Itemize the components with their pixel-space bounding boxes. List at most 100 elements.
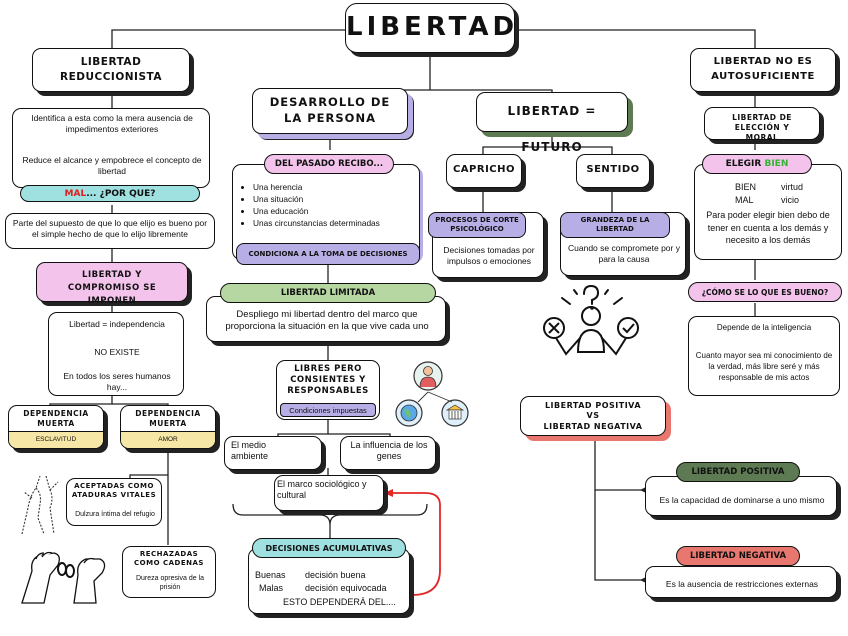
pasado-item: Una educación [253, 205, 380, 217]
pasado-item: Una situación [253, 193, 380, 205]
supuesto-box: Parte del supuesto de que lo que elijo e… [5, 213, 215, 249]
limitada-pill: LIBERTAD LIMITADA [220, 283, 436, 303]
aceptadas-text: Dulzura íntima del refugio [75, 511, 155, 518]
eleccion-box: LIBERTAD DE ELECCIÓN Y MORAL [704, 107, 820, 142]
reduccionista-text-box: Identifica a esta como la mera ausencia … [12, 108, 210, 188]
elegir-word: ELEGIR [725, 159, 762, 169]
eleccion-heading: LIBERTAD DE ELECCIÓN Y MORAL [732, 113, 792, 142]
dependencia-amor-box: DEPENDENCIA MUERTA AMOR [120, 405, 216, 449]
elegir-text: Para poder elegir bien debo de tener en … [706, 210, 830, 246]
pos-vs-neg-line1: LIBERTAD POSITIVA [544, 401, 642, 410]
sentido-box: SENTIDO [576, 154, 650, 188]
procesos-text: Decisiones tomadas por impulsos o emocio… [443, 245, 535, 266]
amor-label: AMOR [121, 431, 215, 448]
marco-box: El marco sociológico y cultural [274, 475, 384, 511]
por-que-text: ... ¿POR QUE? [86, 188, 156, 199]
negativa-pill: LIBERTAD NEGATIVA [676, 546, 800, 566]
desarrollo-heading: DESARROLLO DE LA PERSONA [269, 95, 391, 125]
independencia-box: Libertad = independencia NO EXISTE En to… [48, 312, 184, 396]
grandeza-text: Cuando se compromete por y para la causa [568, 243, 680, 264]
decisiones-box: Buenas decisión buena Malas decisión equ… [248, 548, 410, 614]
procesos-pill: PROCESOS DE CORTE PSICOLÓGICO [428, 212, 526, 238]
elegir-pill: ELEGIR BIEN [702, 154, 812, 174]
positiva-pill: LIBERTAD POSITIVA [676, 462, 800, 482]
bien-label: BIEN [735, 182, 757, 192]
condiciona-pill: CONDICIONA A LA TOMA DE DECISIONES [236, 243, 420, 265]
negativa-box: Es la ausencia de restricciones externas [645, 566, 837, 598]
mal-value: vicio [781, 195, 800, 205]
como-pill: ¿CÓMO SE LO QUE ES BUENO? [688, 282, 842, 302]
libres-heading: LIBRES PERO CONSIENTES Y RESPONSABLES [287, 364, 369, 396]
no-auto-heading: LIBERTAD NO ES AUTOSUFICIENTE [711, 56, 815, 82]
rechazadas-box: RECHAZADAS COMO CADENAS Dureza opresiva … [122, 546, 216, 598]
chained-fists-icon [21, 551, 106, 604]
dependencia-esclavitud-box: DEPENDENCIA MUERTA ESCLAVITUD [8, 405, 104, 449]
capricho-heading: CAPRICHO [452, 164, 516, 175]
marco-text: El marco sociológico y cultural [277, 479, 367, 501]
medio-text: El medio ambiente [231, 440, 269, 462]
malas-value: decisión equivocada [305, 583, 387, 593]
thinking-person-icon [543, 284, 639, 356]
aceptadas-title: ACEPTADAS COMO ATADURAS VITALES [71, 482, 157, 499]
dependera-text: ESTO DEPENDERÁ DEL.... [283, 597, 396, 607]
cuanto-text: Cuanto mayor sea mi conocimiento de la v… [695, 351, 833, 382]
pasado-item: Una herencia [253, 181, 380, 193]
futuro-heading: LIBERTAD = FUTURO [507, 104, 597, 154]
positiva-box: Es la capacidad de dominarse a uno mismo [645, 476, 837, 516]
reduccionista-text-1: Identifica a esta como la mera ausencia … [31, 113, 193, 134]
buenas-label: Buenas [255, 570, 286, 580]
reduccionista-box: LIBERTAD REDUCCIONISTA [32, 48, 190, 92]
no-auto-box: LIBERTAD NO ES AUTOSUFICIENTE [690, 48, 836, 92]
influencia-text: La influencia de los genes [350, 440, 428, 462]
main-title-box: LIBERTAD [345, 3, 515, 53]
reduccionista-text-2: Reduce el alcance y empobrece el concept… [22, 155, 202, 176]
mal-word: MAL [64, 188, 87, 199]
building-circle-icon [441, 399, 469, 427]
como-box: Depende de la inteligencia Cuanto mayor … [688, 316, 840, 396]
rechazadas-title: RECHAZADAS COMO CADENAS [134, 550, 204, 567]
aceptadas-box: ACEPTADAS COMO ATADURAS VITALES Dulzura … [66, 478, 162, 526]
dependencia-esclavitud-title: DEPENDENCIA MUERTA [23, 409, 89, 428]
pos-vs-neg-line2: VS [586, 411, 600, 420]
malas-label: Malas [259, 583, 284, 593]
elegir-box: BIEN virtud MAL vicio Para poder elegir … [694, 164, 842, 260]
influencia-box: La influencia de los genes [340, 436, 436, 470]
pasado-list: Una herencia Una situación Una educación… [241, 181, 380, 229]
rechazadas-text: Dureza opresiva de la prisión [135, 575, 205, 591]
dependencia-amor-title: DEPENDENCIA MUERTA [135, 409, 201, 428]
bien-word: BIEN [764, 159, 789, 169]
independencia-text: Libertad = independencia [69, 319, 165, 329]
capricho-box: CAPRICHO [446, 154, 522, 188]
globe-circle-icon [395, 399, 423, 427]
compromiso-box: LIBERTAD Y COMPROMISO SE IMPONEN [36, 262, 188, 306]
mal-question-pill: MAL... ¿POR QUE? [20, 185, 200, 202]
pos-vs-neg-line3: LIBERTAD NEGATIVA [543, 422, 643, 431]
positiva-text: Es la capacidad de dominarse a uno mismo [659, 495, 825, 505]
limitada-text: Despliego mi libertad dentro del marco q… [225, 309, 429, 332]
supuesto-text: Parte del supuesto de que lo que elijo e… [12, 218, 208, 239]
open-hands-icon [21, 475, 59, 535]
page-title: LIBERTAD [346, 12, 519, 42]
medio-box: El medio ambiente [224, 436, 322, 470]
bien-value: virtud [781, 182, 804, 192]
negativa-text: Es la ausencia de restricciones externas [665, 579, 819, 589]
icons-connector [417, 391, 453, 403]
futuro-box: LIBERTAD = FUTURO [476, 92, 628, 154]
person-circle-icon [413, 361, 443, 391]
no-existe-text: NO EXISTE [94, 347, 140, 357]
condiciones-pill: Condiciones impuestas [280, 403, 376, 417]
pasado-pill: DEL PASADO RECIBO... [264, 154, 394, 174]
grandeza-pill: GRANDEZA DE LA LIBERTAD [560, 212, 670, 238]
todos-text: En todos los seres humanos hay... [63, 371, 171, 392]
pasado-item: Unas circunstancias determinadas [253, 217, 380, 229]
buenas-value: decisión buena [305, 570, 366, 580]
depende-text: Depende de la inteligencia [716, 323, 812, 332]
esclavitud-label: ESCLAVITUD [9, 431, 103, 448]
reduccionista-heading: LIBERTAD REDUCCIONISTA [60, 56, 162, 83]
compromiso-heading: LIBERTAD Y COMPROMISO SE IMPONEN [67, 270, 157, 306]
desarrollo-box: DESARROLLO DE LA PERSONA [252, 88, 408, 134]
mal-label: MAL [735, 195, 754, 205]
sentido-heading: SENTIDO [586, 164, 640, 175]
decisiones-pill: DECISIONES ACUMULATIVAS [252, 538, 406, 558]
pos-vs-neg-box: LIBERTAD POSITIVA VS LIBERTAD NEGATIVA [520, 396, 666, 436]
